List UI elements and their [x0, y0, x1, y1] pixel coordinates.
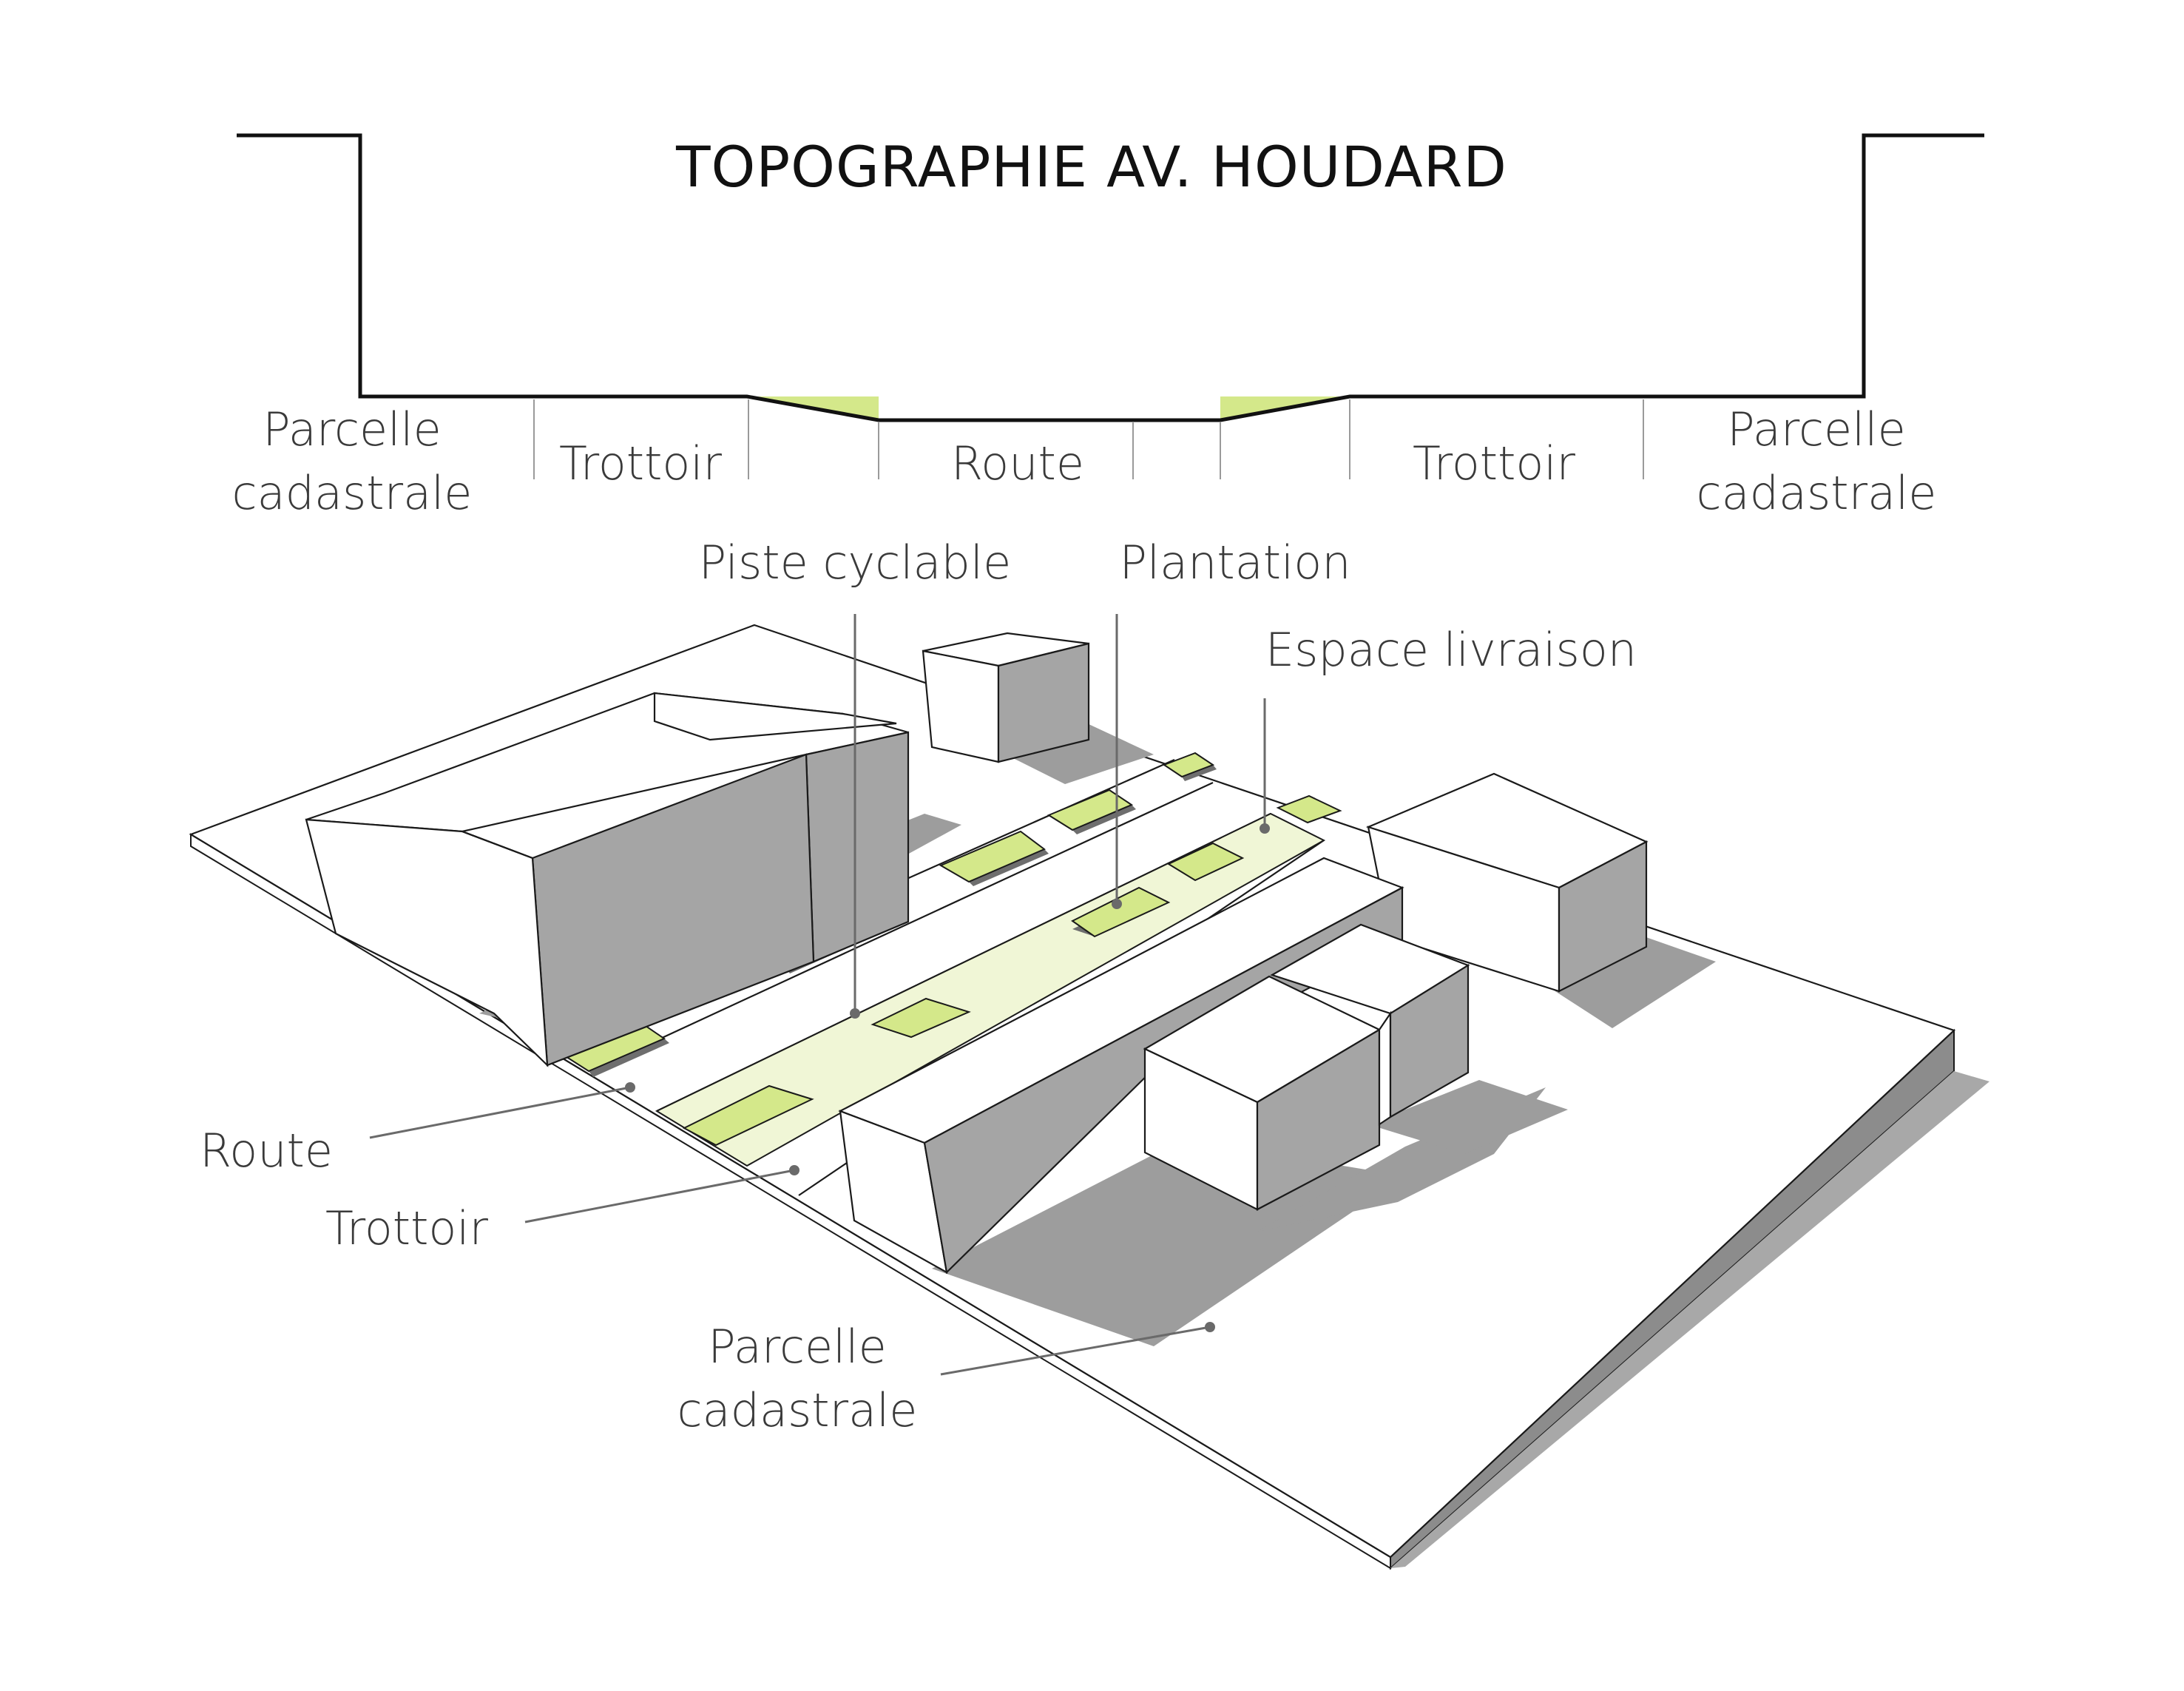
planting-bed-side — [969, 849, 1049, 886]
slab-shadow — [1390, 1071, 1989, 1568]
leader-dot — [1205, 1322, 1215, 1332]
building — [1365, 772, 1649, 993]
building — [1143, 975, 1382, 1211]
label-planting: Plantation — [1120, 536, 1351, 590]
label-parcel: cadastrale — [677, 1383, 918, 1437]
leader-dot — [850, 1008, 860, 1019]
building — [305, 692, 910, 1067]
building-front — [305, 818, 549, 1067]
planting-bed-side — [1182, 765, 1217, 781]
building-side — [1389, 964, 1470, 1118]
building-side — [1558, 840, 1648, 993]
label-delivery-space: Espace livraison — [1265, 623, 1637, 677]
building-edge — [462, 830, 533, 860]
planting-bed-side — [589, 1039, 669, 1077]
building-shadow — [1549, 936, 1716, 1028]
planting-bed — [1166, 842, 1245, 882]
leader-dot — [789, 1165, 799, 1175]
building-roof — [653, 692, 897, 741]
planting-bed — [870, 997, 971, 1039]
axonometric-view: Piste cyclable Plantation Espace livrais… — [189, 536, 1989, 1570]
leader-dot — [1260, 823, 1270, 834]
leader-road — [369, 1086, 631, 1139]
label-bike-lane: Piste cyclable — [699, 536, 1012, 590]
planting-bed — [1162, 752, 1215, 778]
cross-section: TOPOGRAPHIE AV. HOUDARD Parcelle cadastr… — [232, 133, 1984, 520]
label-road: Route — [200, 1124, 333, 1178]
diagram-title: TOPOGRAPHIE AV. HOUDARD — [675, 134, 1507, 200]
leader-dot — [625, 1082, 635, 1093]
section-label-right-parcel: cadastrale — [1697, 466, 1937, 520]
section-label-right-sidewalk: Trottoir — [1413, 436, 1576, 490]
leader-dot — [1112, 899, 1122, 909]
building-side — [1256, 1028, 1381, 1211]
leader-parcel — [940, 1326, 1211, 1376]
section-label-right-parcel: Parcelle — [1727, 402, 1906, 456]
leader-sidewalk — [524, 1169, 795, 1223]
section-label-left-parcel: cadastrale — [232, 466, 473, 520]
building-shadow — [1368, 1080, 1568, 1154]
building-side — [805, 731, 910, 963]
axo-annotations: Piste cyclable Plantation Espace livrais… — [200, 536, 1637, 1437]
section-label-road: Route — [951, 436, 1084, 490]
planting-beds — [554, 752, 1342, 1147]
building-front — [922, 649, 1000, 763]
label-parcel: Parcelle — [708, 1320, 887, 1374]
road-edge-line — [589, 782, 1214, 1072]
planting-bed — [1276, 794, 1342, 824]
building — [1270, 923, 1470, 1127]
section-profile — [237, 133, 1984, 422]
label-sidewalk: Trottoir — [325, 1201, 489, 1255]
building-side — [997, 642, 1090, 763]
planting-bed — [939, 830, 1046, 883]
planting-bed — [682, 1084, 814, 1147]
section-label-left-parcel: Parcelle — [263, 402, 442, 456]
planting-bed-side — [1072, 805, 1136, 834]
building — [922, 632, 1090, 763]
building-front — [1378, 1010, 1392, 1127]
section-label-left-sidewalk: Trottoir — [559, 436, 723, 490]
planting-bed — [1047, 789, 1134, 831]
